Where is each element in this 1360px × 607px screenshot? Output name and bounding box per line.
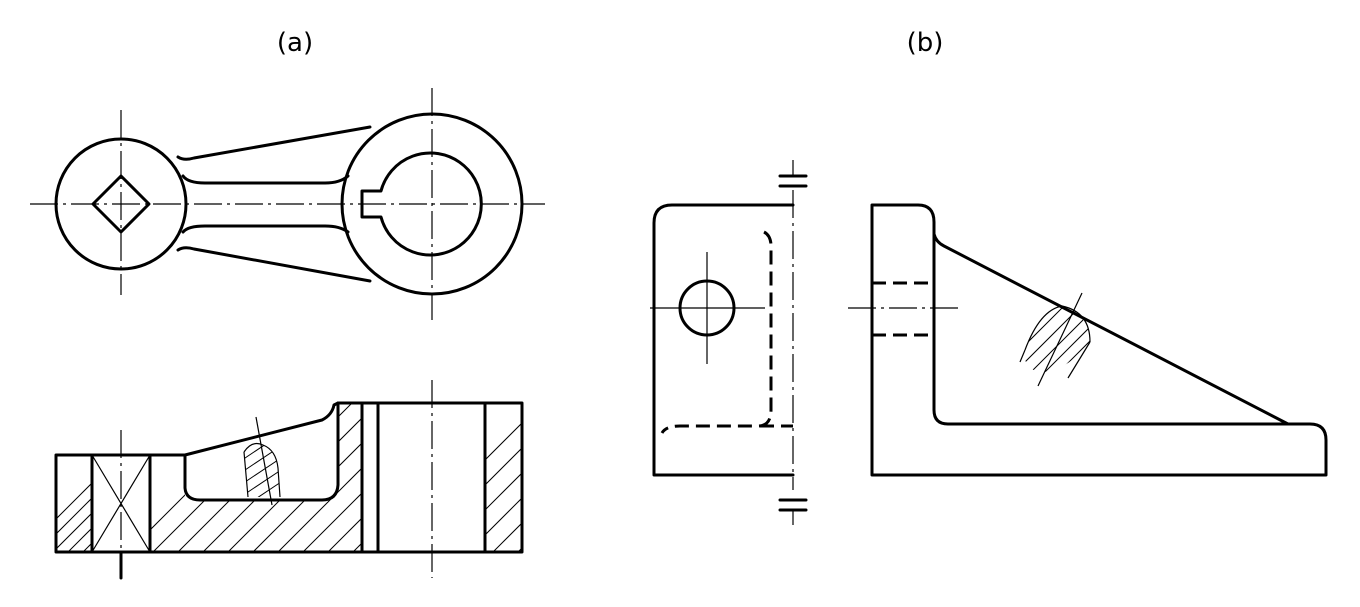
section-outline [54, 401, 524, 554]
right-hub-circle [340, 112, 524, 296]
view-a-section [54, 380, 524, 580]
keyway-bore [360, 151, 483, 257]
revolved-section-outline [243, 442, 281, 498]
bracket-inner-edge [932, 232, 1290, 426]
side-view-outline [652, 203, 795, 477]
figure-label-b: (b) [906, 28, 944, 58]
rib-section-hatch [1024, 306, 1090, 372]
left-hub-circle [54, 137, 188, 271]
rib-section-axis [1037, 292, 1083, 387]
view-a-top [30, 88, 545, 320]
hatch-right-wall [485, 422, 522, 552]
figure-label-a: (a) [276, 28, 314, 58]
hatch-left-wall [56, 482, 92, 552]
rib-top-edge [181, 174, 350, 185]
square-hole [91, 174, 151, 234]
bracket-outline [870, 203, 1328, 477]
hidden-rib-edge [660, 230, 773, 434]
square-hole-diagonal-2 [91, 454, 151, 553]
view-b-front [848, 203, 1328, 477]
view-b-side [650, 160, 808, 525]
rib-section-lower-2 [1067, 341, 1091, 379]
rib-section-lower-1 [1019, 349, 1026, 363]
arm-top-edge [176, 125, 372, 161]
rib-bottom-edge [181, 224, 350, 234]
section-pocket [183, 401, 340, 502]
revolved-section-hatch [244, 443, 280, 497]
arm-bottom-edge [176, 246, 372, 283]
rib-section-outline [1024, 305, 1091, 351]
revolved-section-left-edge [243, 451, 249, 498]
hatch-body [150, 403, 362, 552]
